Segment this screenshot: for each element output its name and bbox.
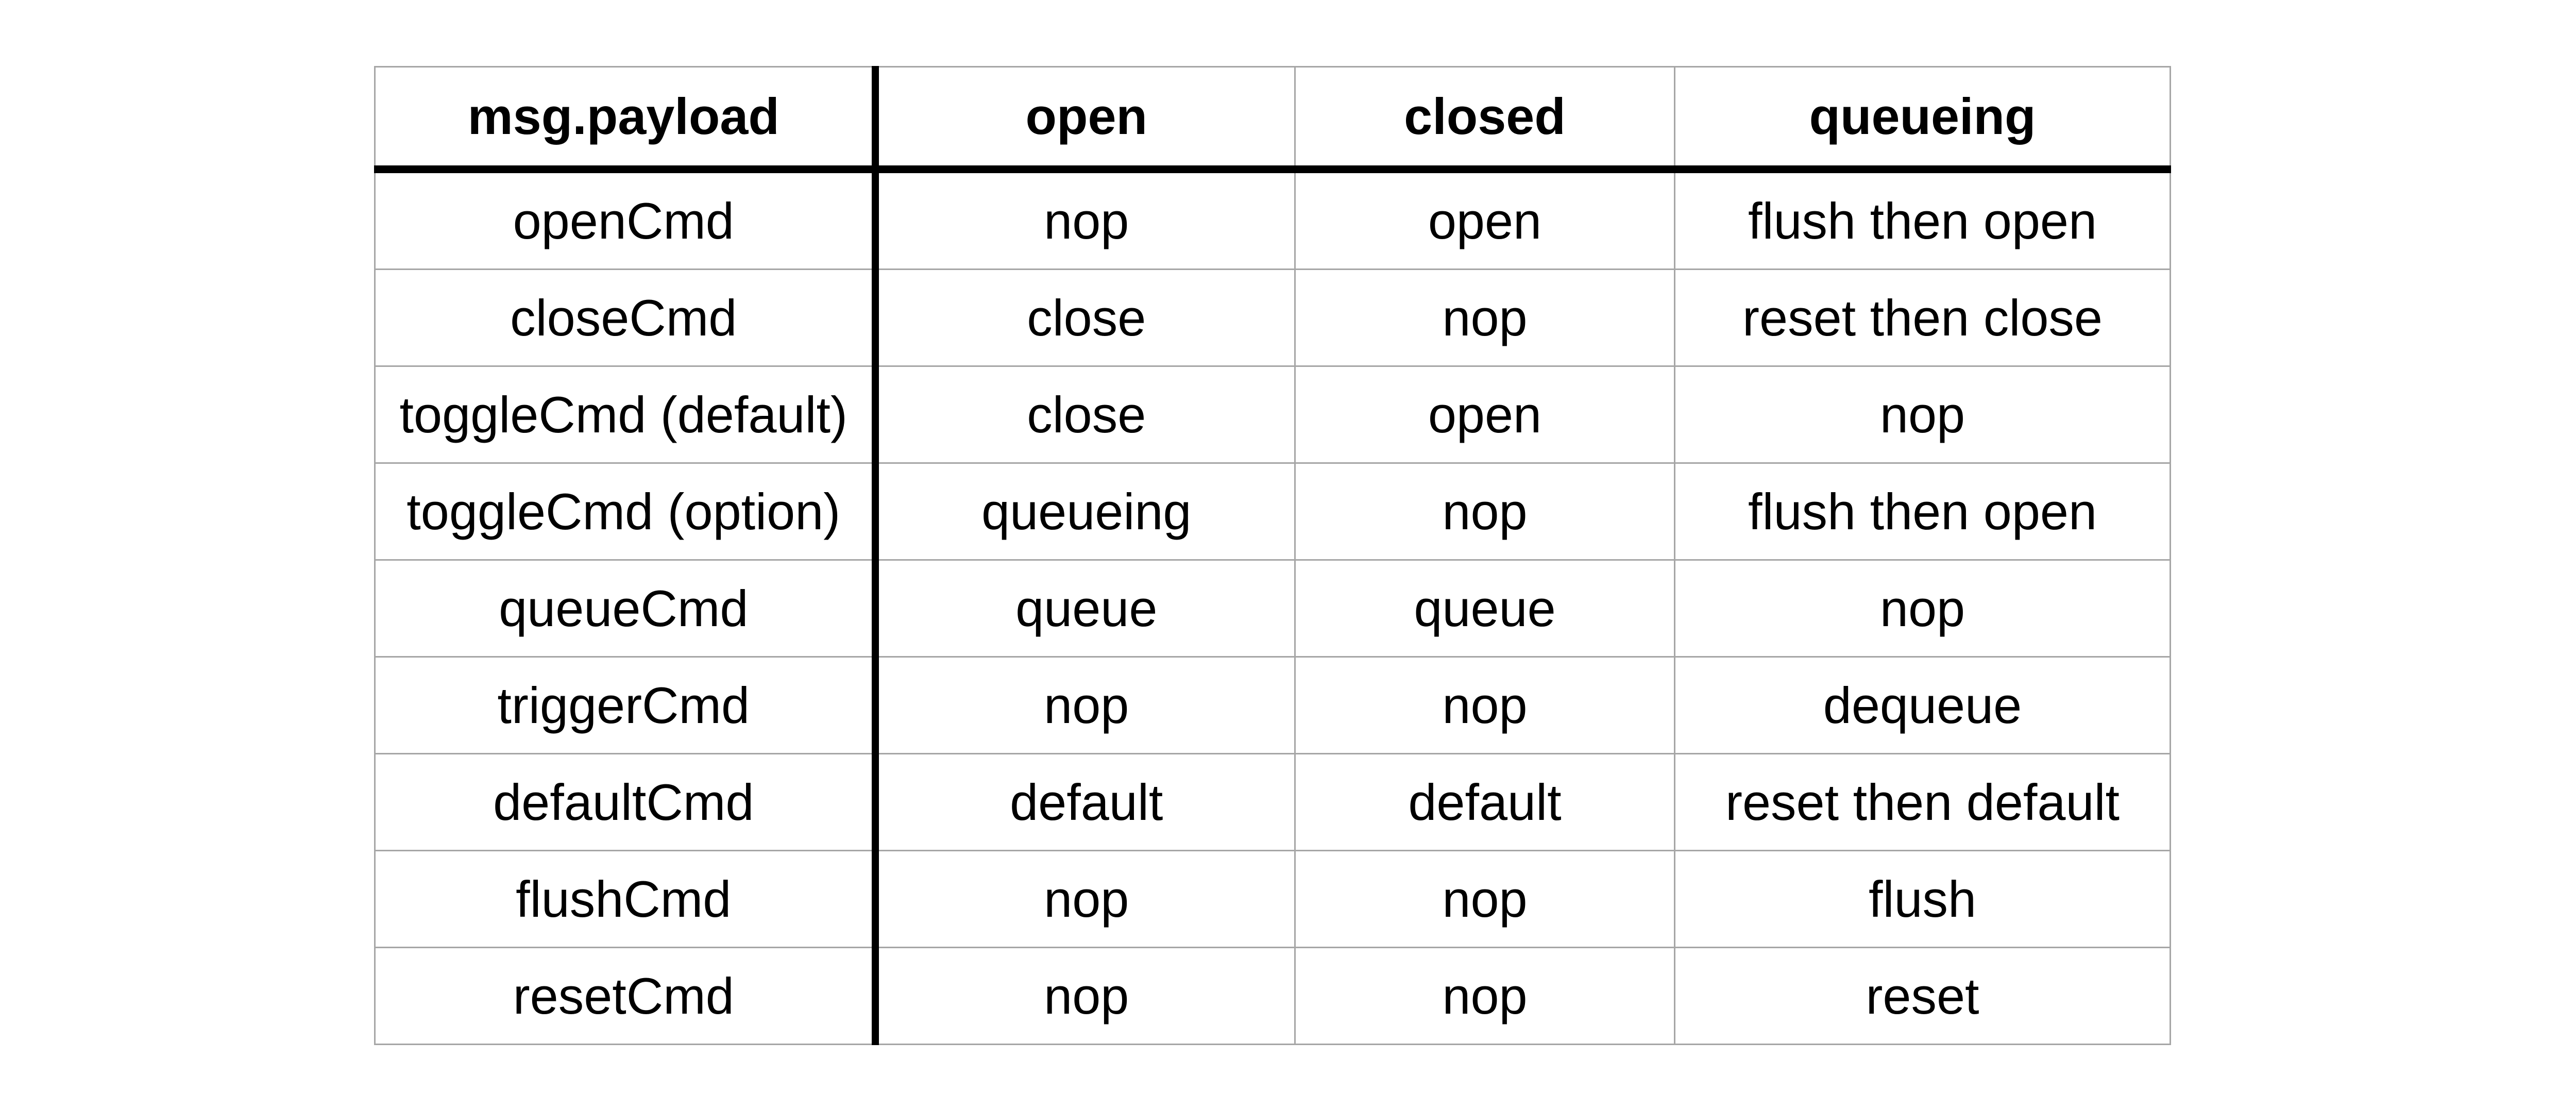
queueing-state-cell: nop	[1674, 365, 2171, 464]
command-cell: openCmd	[374, 169, 879, 270]
closed-state-cell: default	[1294, 753, 1675, 851]
command-cell: flushCmd	[374, 850, 879, 948]
closed-state-cell: open	[1294, 365, 1675, 464]
open-state-cell: default	[874, 753, 1296, 851]
header-msg-payload: msg.payload	[374, 66, 879, 173]
closed-state-cell: nop	[1294, 850, 1675, 948]
open-state-cell: queue	[874, 559, 1296, 658]
table-row: queueCmd queue queue nop	[374, 559, 2171, 658]
table-row: flushCmd nop nop flush	[374, 850, 2171, 948]
table-row: toggleCmd (option) queueing nop flush th…	[374, 462, 2171, 561]
queueing-state-cell: flush then open	[1674, 169, 2171, 270]
queueing-state-cell: reset then close	[1674, 268, 2171, 367]
open-state-cell: close	[874, 268, 1296, 367]
table-row: closeCmd close nop reset then close	[374, 268, 2171, 367]
header-closed: closed	[1294, 66, 1675, 173]
closed-state-cell: nop	[1294, 268, 1675, 367]
queueing-state-cell: dequeue	[1674, 656, 2171, 754]
command-cell: triggerCmd	[374, 656, 879, 754]
queueing-state-cell: nop	[1674, 559, 2171, 658]
table-row: triggerCmd nop nop dequeue	[374, 656, 2171, 754]
closed-state-cell: open	[1294, 169, 1675, 270]
table-body: openCmd nop open flush then open closeCm…	[374, 169, 2171, 1045]
header-queueing: queueing	[1674, 66, 2171, 173]
state-transition-table: msg.payload open closed queueing openCmd…	[374, 66, 2171, 1045]
open-state-cell: nop	[874, 656, 1296, 754]
open-state-cell: nop	[874, 947, 1296, 1045]
queueing-state-cell: reset	[1674, 947, 2171, 1045]
table-row: resetCmd nop nop reset	[374, 947, 2171, 1045]
queueing-state-cell: flush	[1674, 850, 2171, 948]
command-cell: toggleCmd (default)	[374, 365, 879, 464]
queueing-state-cell: flush then open	[1674, 462, 2171, 561]
open-state-cell: nop	[874, 850, 1296, 948]
command-cell: resetCmd	[374, 947, 879, 1045]
command-cell: queueCmd	[374, 559, 879, 658]
closed-state-cell: nop	[1294, 947, 1675, 1045]
header-row: msg.payload open closed queueing	[374, 66, 2171, 173]
table-header: msg.payload open closed queueing	[374, 66, 2171, 173]
closed-state-cell: nop	[1294, 656, 1675, 754]
closed-state-cell: nop	[1294, 462, 1675, 561]
command-cell: toggleCmd (option)	[374, 462, 879, 561]
queueing-state-cell: reset then default	[1674, 753, 2171, 851]
command-cell: defaultCmd	[374, 753, 879, 851]
header-open: open	[874, 66, 1296, 173]
table-row: defaultCmd default default reset then de…	[374, 753, 2171, 851]
table-row: openCmd nop open flush then open	[374, 169, 2171, 270]
command-cell: closeCmd	[374, 268, 879, 367]
open-state-cell: close	[874, 365, 1296, 464]
open-state-cell: queueing	[874, 462, 1296, 561]
closed-state-cell: queue	[1294, 559, 1675, 658]
open-state-cell: nop	[874, 169, 1296, 270]
table-row: toggleCmd (default) close open nop	[374, 365, 2171, 464]
